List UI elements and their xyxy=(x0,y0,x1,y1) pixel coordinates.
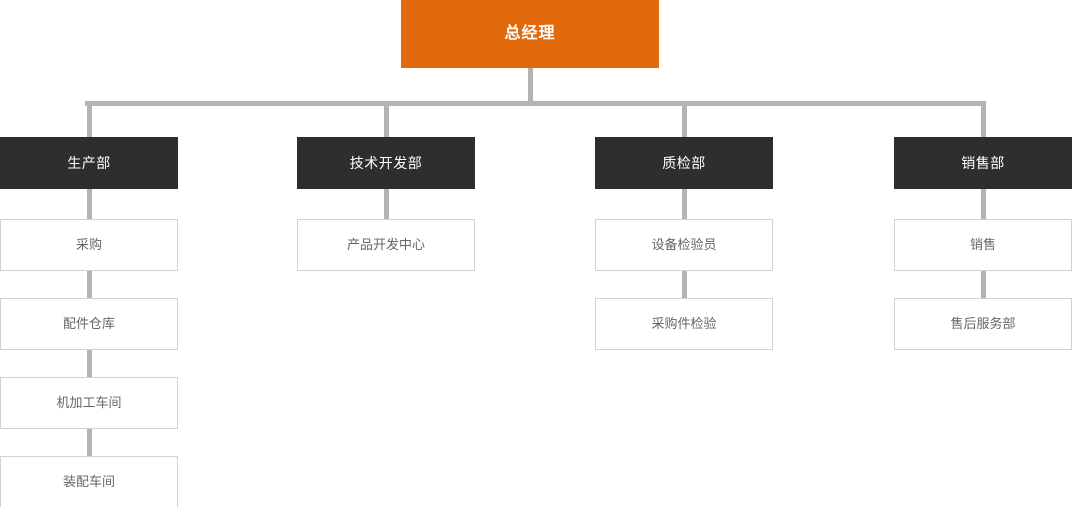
connector-vertical-link xyxy=(981,189,986,219)
org-node-dept-production[interactable]: 生产部 xyxy=(0,137,178,189)
connector-vertical-link xyxy=(87,429,92,456)
connector-vertical-link xyxy=(682,271,687,298)
org-node-sub-production-1[interactable]: 配件仓库 xyxy=(0,298,178,350)
connector-vertical-link xyxy=(682,189,687,219)
org-node-dept-sales[interactable]: 销售部 xyxy=(894,137,1072,189)
connector-vertical-link xyxy=(87,350,92,377)
org-node-sub-quality-inspection-0[interactable]: 设备检验员 xyxy=(595,219,773,271)
org-node-dept-tech-development[interactable]: 技术开发部 xyxy=(297,137,475,189)
org-node-sub-sales-0[interactable]: 销售 xyxy=(894,219,1072,271)
connector-bus-to-dept xyxy=(87,101,92,137)
org-node-sub-tech-development-0[interactable]: 产品开发中心 xyxy=(297,219,475,271)
org-node-sub-production-2[interactable]: 机加工车间 xyxy=(0,377,178,429)
connector-bus-to-dept xyxy=(682,101,687,137)
org-node-sub-production-3[interactable]: 装配车间 xyxy=(0,456,178,507)
org-node-root-general-manager[interactable]: 总经理 xyxy=(401,0,659,68)
org-node-sub-production-0[interactable]: 采购 xyxy=(0,219,178,271)
org-node-dept-quality-inspection[interactable]: 质检部 xyxy=(595,137,773,189)
connector-vertical-link xyxy=(981,271,986,298)
connector-horizontal-bus xyxy=(85,101,982,106)
connector-bus-to-dept xyxy=(981,101,986,137)
org-node-sub-sales-1[interactable]: 售后服务部 xyxy=(894,298,1072,350)
connector-vertical-link xyxy=(87,189,92,219)
connector-root-stem xyxy=(528,68,533,106)
connector-vertical-link xyxy=(87,271,92,298)
connector-vertical-link xyxy=(384,189,389,219)
connector-bus-to-dept xyxy=(384,101,389,137)
org-node-sub-quality-inspection-1[interactable]: 采购件检验 xyxy=(595,298,773,350)
